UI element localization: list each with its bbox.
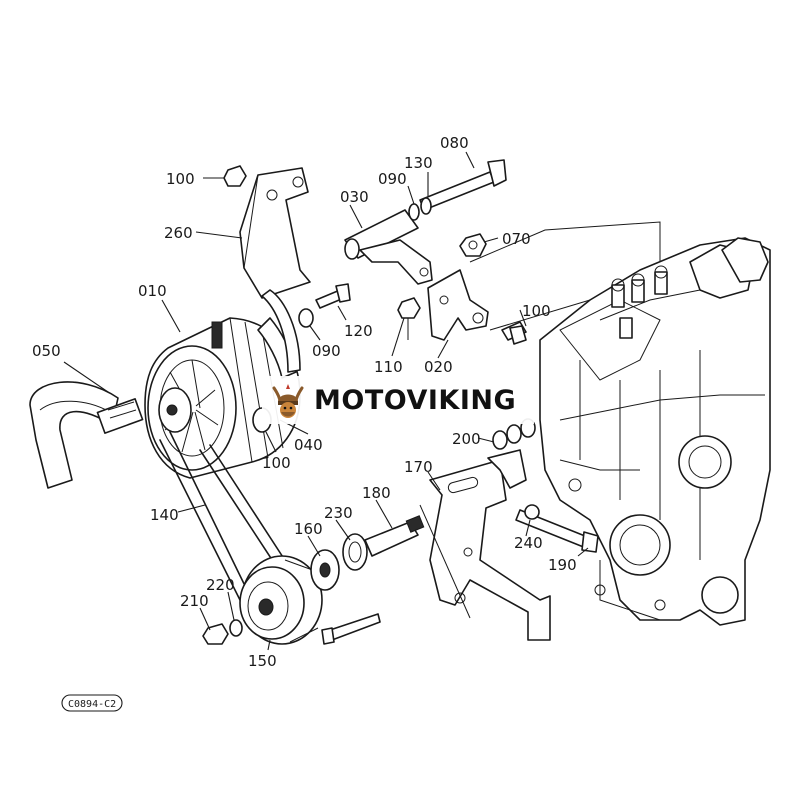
part-label-100-right: 100 xyxy=(522,302,551,320)
nut-washer-210-220 xyxy=(202,619,243,645)
bracket-020 xyxy=(427,269,489,341)
long-bolt xyxy=(321,613,381,645)
part-label-090-mid: 090 xyxy=(312,342,341,360)
part-label-070: 070 xyxy=(502,230,531,248)
arm-bracket xyxy=(359,239,433,285)
part-label-090: 090 xyxy=(378,170,407,188)
part-label-040: 040 xyxy=(294,436,323,454)
part-label-230: 230 xyxy=(324,504,353,522)
part-label-130: 130 xyxy=(404,154,433,172)
washer-090-mid xyxy=(298,308,314,328)
part-label-100: 100 xyxy=(166,170,195,188)
bracket-260 xyxy=(239,167,311,299)
part-label-220: 220 xyxy=(206,576,235,594)
part-label-190: 190 xyxy=(548,556,577,574)
part-label-180: 180 xyxy=(362,484,391,502)
part-label-210: 210 xyxy=(180,592,209,610)
engine-block xyxy=(539,237,771,626)
bolt-120 xyxy=(315,283,351,309)
bolt-110 xyxy=(397,297,421,340)
assembly-guide-line-3 xyxy=(419,504,471,619)
part-label-260: 260 xyxy=(164,224,193,242)
part-label-160: 160 xyxy=(294,520,323,538)
alternator-010 xyxy=(144,317,301,479)
part-label-150: 150 xyxy=(248,652,277,670)
nut-070 xyxy=(459,233,487,257)
part-label-080: 080 xyxy=(440,134,469,152)
part-label-030: 030 xyxy=(340,188,369,206)
bolt-100-right xyxy=(501,321,527,345)
adjusting-link xyxy=(261,289,301,373)
watermark-banner: MOTOVIKING xyxy=(262,376,534,424)
part-label-200: 200 xyxy=(452,430,481,448)
watermark-brand-text: MOTOVIKING xyxy=(314,384,517,416)
part-label-240: 240 xyxy=(514,534,543,552)
drawing-code: C0894-C2 xyxy=(68,699,116,710)
assembly-guide-line-2 xyxy=(489,299,591,331)
part-label-110: 110 xyxy=(374,358,403,376)
bolt-080 xyxy=(408,159,507,221)
part-label-100-low: 100 xyxy=(262,454,291,472)
bolt-190 xyxy=(515,504,599,553)
assembly-guide-line xyxy=(469,221,661,263)
part-label-020: 020 xyxy=(424,358,453,376)
part-label-140: 140 xyxy=(150,506,179,524)
sleeve-030 xyxy=(344,209,419,260)
shaft-180 xyxy=(364,515,425,557)
viking-helmet-icon xyxy=(272,384,304,418)
pulley-150 xyxy=(239,555,323,645)
spacer-160 xyxy=(310,549,340,591)
part-number-labels: 100 260 030 090 130 080 070 010 120 090 … xyxy=(32,134,577,670)
part-label-170: 170 xyxy=(404,458,433,476)
bolt-100-top xyxy=(203,165,247,187)
fan-belt-050 xyxy=(29,361,144,489)
part-label-120: 120 xyxy=(344,322,373,340)
drawing-code-box: C0894-C2 xyxy=(61,694,123,712)
part-label-010: 010 xyxy=(138,282,167,300)
bearing-230 xyxy=(342,533,368,571)
part-label-050: 050 xyxy=(32,342,61,360)
